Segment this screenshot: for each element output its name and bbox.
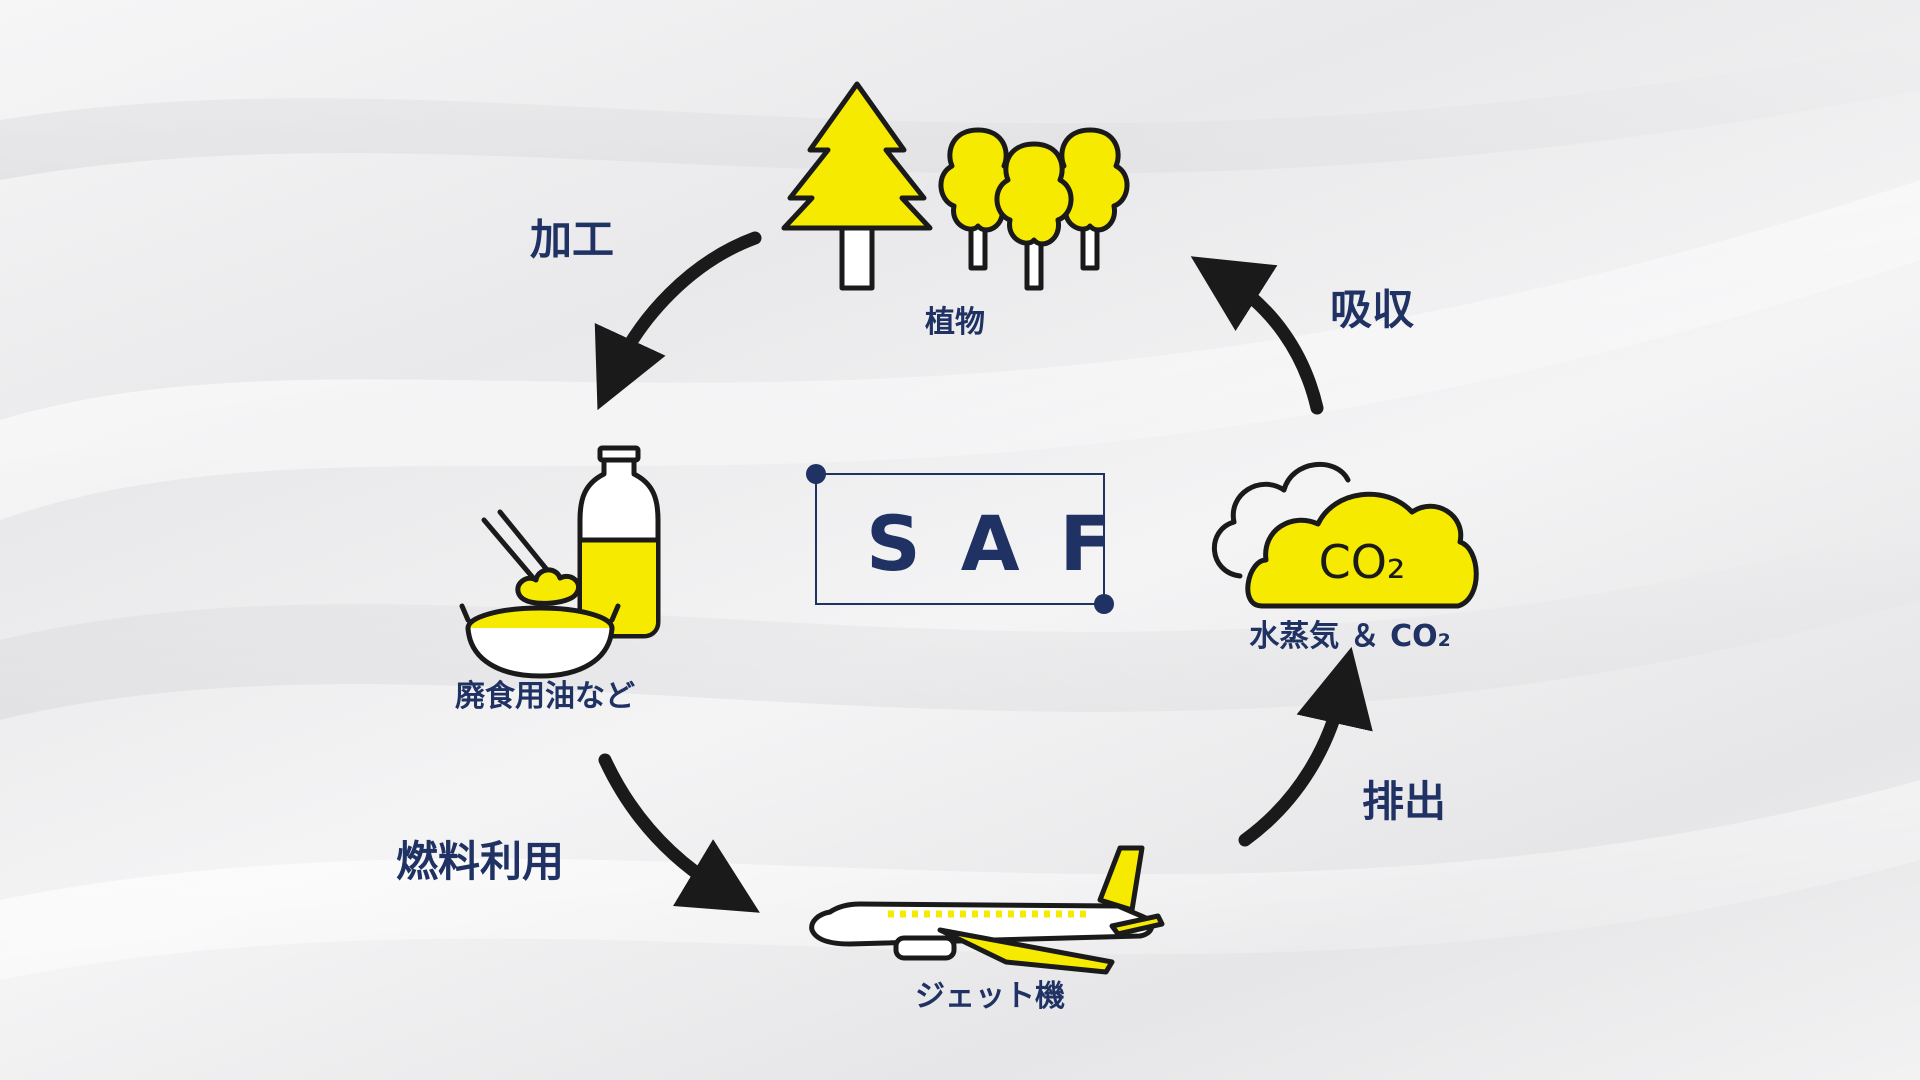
co2-cloud-text: CO₂ (1319, 535, 1406, 589)
jet-node: ジェット機 (809, 845, 1165, 1014)
saf-center: SAF (806, 464, 1151, 614)
arrow-plants-to-oil (594, 231, 762, 411)
arrow-co2-to-plants (1190, 256, 1324, 415)
saf-label: SAF (866, 499, 1151, 588)
step-label-absorb: 吸収 (1330, 285, 1414, 334)
saf-frame-dot-bottom (1094, 594, 1114, 614)
airplane-icon (809, 845, 1165, 975)
step-label-fuel-use: 燃料利用 (396, 837, 564, 886)
step-label-process: 加工 (530, 215, 614, 264)
oil-label: 廃食用油など (455, 679, 635, 714)
arrow-jet-to-co2 (1238, 646, 1373, 847)
plants-label: 植物 (925, 305, 985, 340)
trees-icon (781, 81, 1130, 291)
co2-cloud-icon (1211, 461, 1479, 609)
jet-label: ジェット機 (915, 979, 1065, 1014)
saf-frame (815, 473, 1105, 605)
co2-node: CO₂ 水蒸気 ＆ CO₂ (1211, 461, 1479, 654)
co2-label: 水蒸気 ＆ CO₂ (1249, 619, 1451, 654)
step-label-emission: 排出 (1362, 777, 1446, 826)
plants-node: 植物 (781, 81, 1130, 340)
arrow-oil-to-jet (598, 753, 760, 913)
oil-node: 廃食用油など (455, 445, 661, 714)
saf-frame-dot-top (806, 464, 826, 484)
cooking-oil-icon (459, 445, 661, 679)
